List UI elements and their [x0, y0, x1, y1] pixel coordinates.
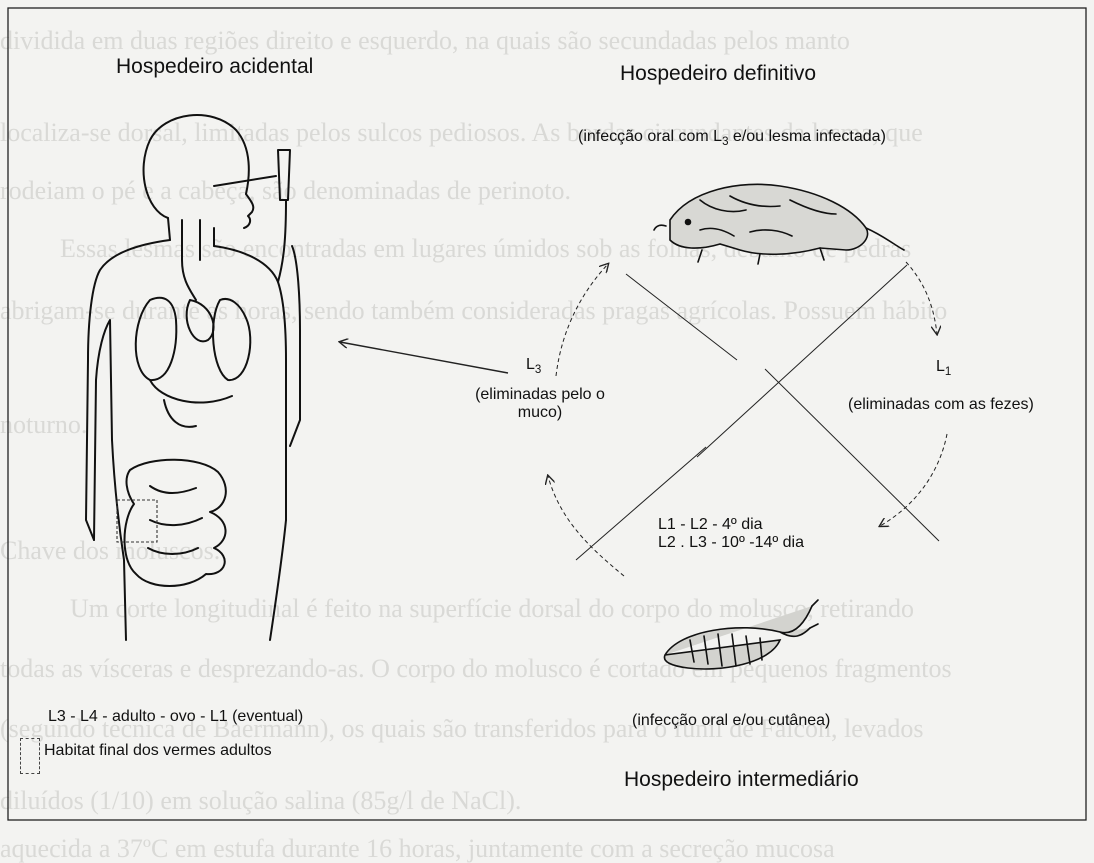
- connector-line: [697, 265, 907, 457]
- definitive-host-title: Hospedeiro definitivo: [620, 62, 816, 86]
- intermediate-infection-note: (infecção oral e/ou cutânea): [632, 712, 830, 730]
- arrow-to-definitive: [556, 264, 608, 376]
- arrow-l3-to-human: [340, 342, 508, 373]
- accidental-host-title: Hospedeiro acidental: [116, 55, 313, 79]
- slug-icon: [664, 600, 818, 669]
- arrow-to-l3: [548, 476, 624, 576]
- human-figure-icon: [86, 115, 300, 640]
- l3-description-line: (eliminadas pelo o: [450, 386, 630, 404]
- l3-description-line: muco): [450, 404, 630, 422]
- definitive-infection-part: (infecção oral com L: [578, 128, 722, 145]
- arrow-to-intermediate: [880, 434, 947, 526]
- l1-letter: L: [936, 358, 945, 375]
- l3-sub: 3: [535, 364, 541, 376]
- arrow-to-l1: [906, 262, 937, 334]
- timeline-line: L1 - L2 - 4º dia: [658, 516, 804, 534]
- rat-icon: [654, 184, 904, 264]
- cycle-sequence-text: L3 - L4 - adulto - ovo - L1 (eventual): [48, 708, 303, 726]
- l3-description: (eliminadas pelo o muco): [450, 386, 630, 423]
- timeline-line: L2 . L3 - 10º -14º dia: [658, 534, 804, 552]
- l3-letter: L: [526, 356, 535, 373]
- l3-stage-label: L3: [526, 356, 541, 377]
- definitive-infection-part: e/ou lesma infectada): [728, 128, 885, 145]
- l1-stage-label: L1: [936, 358, 951, 379]
- development-timeline: L1 - L2 - 4º dia L2 . L3 - 10º -14º dia: [658, 516, 804, 553]
- l1-description: (eliminadas com as fezes): [848, 396, 1034, 414]
- definitive-infection-note: (infecção oral com L3 e/ou lesma infecta…: [578, 128, 886, 149]
- habitat-legend-box: [20, 738, 40, 774]
- l1-sub: 1: [945, 366, 951, 378]
- connector-line: [626, 274, 737, 360]
- habitat-legend-text: Habitat final dos vermes adultos: [44, 742, 272, 760]
- intermediate-host-title: Hospedeiro intermediário: [624, 768, 859, 792]
